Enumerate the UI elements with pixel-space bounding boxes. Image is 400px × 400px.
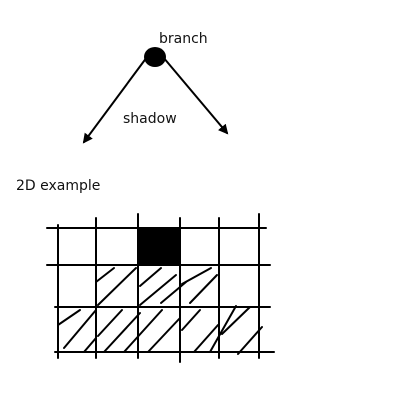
hatch-line [123,309,163,353]
hatch-line [95,267,115,283]
example-label: 2D example [16,178,100,194]
hatch-line [139,267,162,287]
hatch-line [221,306,251,335]
hatch-line [97,309,123,337]
hatch-line [147,317,181,353]
hatch-line [139,274,177,306]
hatch-line [181,267,212,285]
branch-label: branch [159,31,208,47]
hatch-line [83,337,97,353]
hatch-line [63,309,97,349]
hatch-line [57,309,81,326]
hatch-line [237,326,263,355]
hatch-line [193,324,219,353]
shadow-label: shadow [123,111,177,127]
hatch-line [189,274,218,304]
blocked-cell [138,228,180,265]
right-arrow [162,56,229,135]
hatch-line [209,305,237,353]
left-arrow [82,56,148,144]
branch-node [144,47,166,67]
hatch-line [97,267,137,306]
hatch-line [181,309,201,331]
hatch-line [103,312,141,353]
shadow-hatching [57,267,263,355]
hatch-line [160,281,187,304]
